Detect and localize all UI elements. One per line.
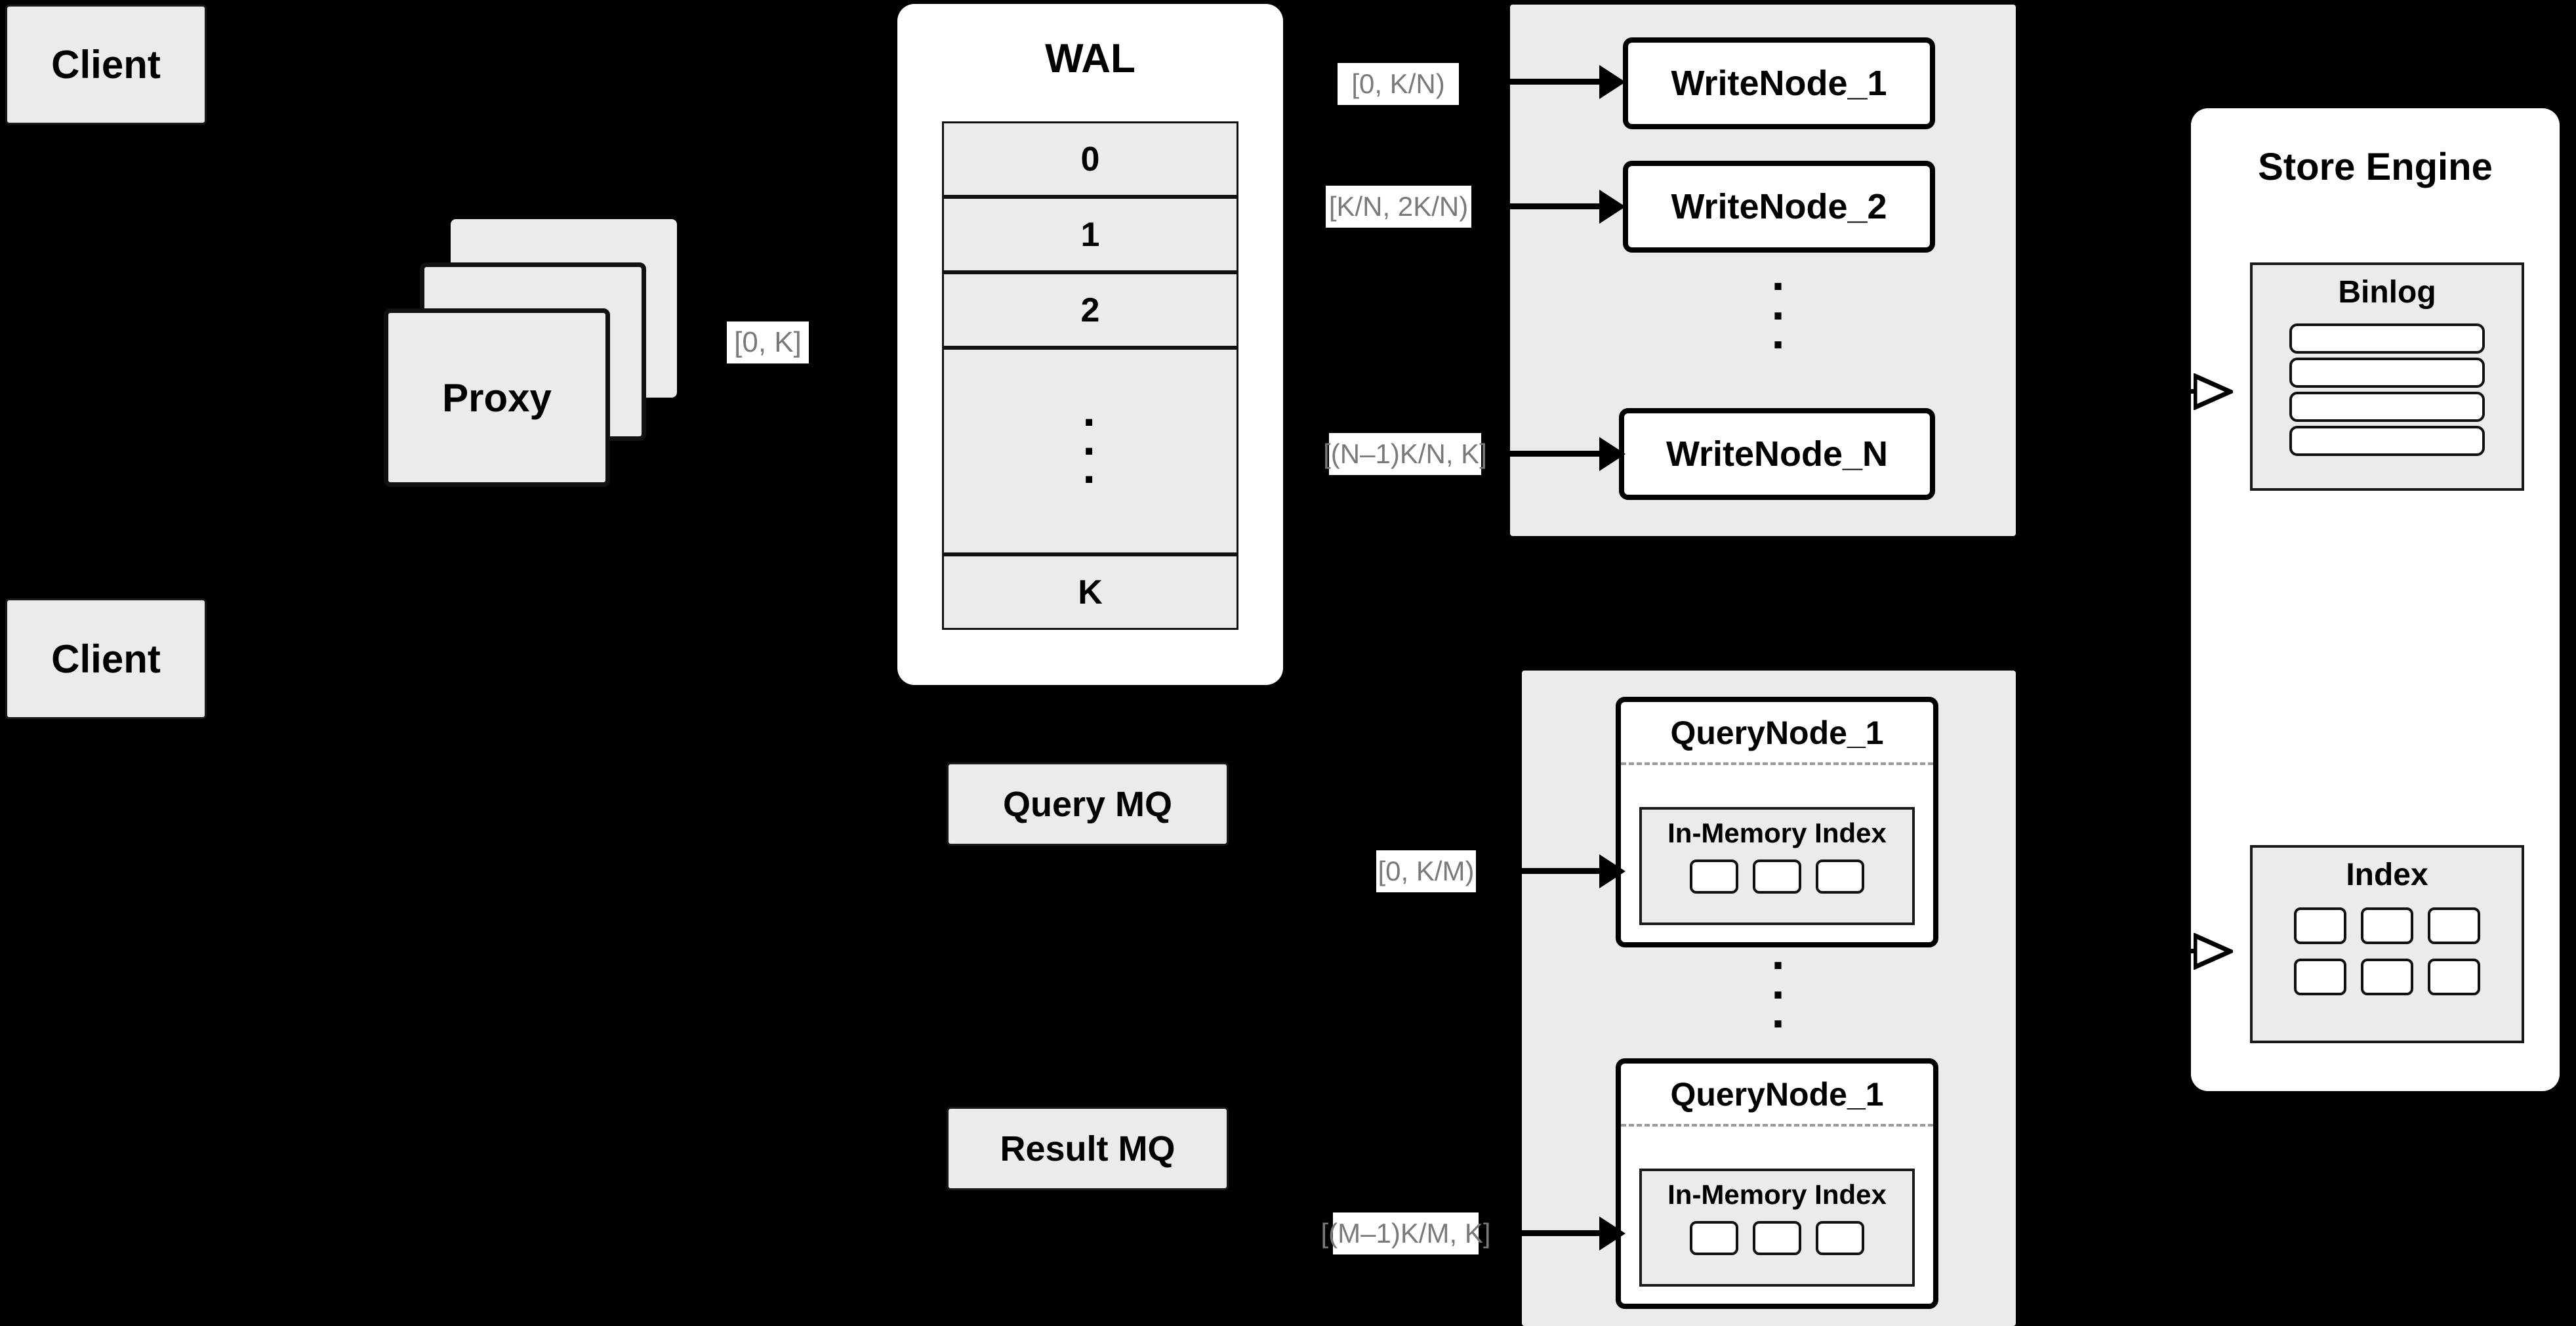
store-engine-title: Store Engine xyxy=(2258,146,2493,188)
store-index-cell xyxy=(2361,959,2413,995)
write-node-2-arrow-line xyxy=(1509,203,1606,209)
query-node-1-index-panel: In-Memory Index xyxy=(1639,807,1915,925)
write-node-n-arrow-head xyxy=(1599,437,1625,471)
wal-title: WAL xyxy=(1045,36,1135,81)
query-node-1-index-slot xyxy=(1816,860,1864,894)
binlog-row xyxy=(2289,358,2485,388)
query-node-2-index-slot xyxy=(1753,1221,1801,1255)
proxy-box[interactable]: Proxy xyxy=(384,308,610,487)
store-index-cell xyxy=(2361,907,2413,944)
client-label-1: Client xyxy=(51,43,161,87)
result-mq-box[interactable]: Result MQ xyxy=(947,1107,1229,1190)
store-index-cell xyxy=(2428,959,2480,995)
binlog-arrow-line xyxy=(2157,389,2203,394)
query-node-1-arrow-line xyxy=(1509,868,1606,874)
binlog-row xyxy=(2289,426,2485,456)
client-label-2: Client xyxy=(51,636,161,681)
wal-vertical-dots: · · · xyxy=(1082,396,1098,505)
binlog-row xyxy=(2289,392,2485,422)
store-index-arrow-line xyxy=(2157,949,2203,953)
query-node-2-index-slot xyxy=(1690,1221,1738,1255)
write-node-2-range-label: [K/N, 2K/N) xyxy=(1326,186,1471,228)
write-node-1-range-label: [0, K/N) xyxy=(1338,63,1459,105)
client-box-2[interactable]: Client xyxy=(5,598,207,719)
query-group-vertical-dots: · · · xyxy=(1771,940,1788,1051)
client-box-1[interactable]: Client xyxy=(5,5,207,125)
query-mq-box[interactable]: Query MQ xyxy=(947,762,1229,846)
write-node-1-arrow-line xyxy=(1509,79,1606,85)
query-node-1-separator xyxy=(1621,762,1933,765)
query-node-1-index-title: In-Memory Index xyxy=(1667,818,1887,848)
write-node-n-arrow-line xyxy=(1509,451,1606,457)
wal-row-k: K xyxy=(942,554,1238,630)
query-node-1[interactable]: QueryNode_1 In-Memory Index xyxy=(1616,697,1938,947)
query-node-2-index-panel: In-Memory Index xyxy=(1639,1169,1915,1287)
binlog-row xyxy=(2289,323,2485,354)
write-node-1-arrow-head xyxy=(1599,65,1625,99)
wal-row-2: 2 xyxy=(942,272,1238,348)
proxy-range-label: [0, K] xyxy=(727,321,809,363)
store-index-arrow-head-hollow xyxy=(2194,933,2233,970)
write-node-1[interactable]: WriteNode_1 xyxy=(1623,37,1935,129)
query-node-2-arrow-line xyxy=(1509,1230,1606,1236)
query-node-2-range-label: [(M–1)K/M, K] xyxy=(1320,1212,1491,1254)
write-group-vertical-dots: · · · xyxy=(1771,260,1788,372)
query-node-2-index-slot xyxy=(1816,1221,1864,1255)
store-index-cell xyxy=(2428,907,2480,944)
write-node-n-range-label: [(N–1)K/N, K] xyxy=(1323,433,1487,475)
store-index-cell xyxy=(2294,907,2346,944)
proxy-label: Proxy xyxy=(442,375,552,420)
wal-row-0: 0 xyxy=(942,121,1238,197)
binlog-title: Binlog xyxy=(2338,275,2436,310)
binlog-panel: Binlog xyxy=(2250,262,2524,491)
wal-row-1: 1 xyxy=(942,197,1238,272)
write-node-2[interactable]: WriteNode_2 xyxy=(1623,161,1935,253)
query-node-1-index-slot xyxy=(1690,860,1738,894)
store-index-title: Index xyxy=(2346,858,2428,892)
write-node-n[interactable]: WriteNode_N xyxy=(1619,408,1935,500)
query-node-1-index-slot xyxy=(1753,860,1801,894)
query-node-2[interactable]: QueryNode_1 In-Memory Index xyxy=(1616,1058,1938,1309)
write-node-2-arrow-head xyxy=(1599,190,1625,224)
store-index-cell xyxy=(2294,959,2346,995)
query-node-1-range-label: [0, K/M) xyxy=(1376,850,1476,892)
query-node-2-label: QueryNode_1 xyxy=(1670,1076,1884,1113)
wal-row-ellipsis: · · · xyxy=(942,348,1238,554)
query-node-2-index-title: In-Memory Index xyxy=(1667,1179,1887,1210)
query-node-1-arrow-head xyxy=(1599,854,1625,888)
query-node-2-arrow-head xyxy=(1599,1216,1625,1251)
binlog-arrow-head-hollow xyxy=(2194,373,2233,410)
store-index-panel: Index xyxy=(2250,845,2524,1043)
query-node-1-label: QueryNode_1 xyxy=(1670,715,1884,751)
query-node-2-separator xyxy=(1621,1124,1933,1127)
